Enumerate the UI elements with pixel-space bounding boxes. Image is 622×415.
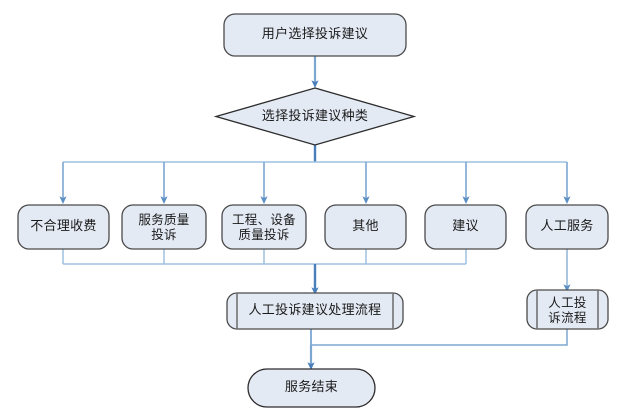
node-decision[interactable] bbox=[213, 87, 417, 146]
node-option3[interactable] bbox=[221, 204, 307, 250]
node-process-manual[interactable] bbox=[526, 289, 609, 330]
edge-layer bbox=[59, 56, 571, 371]
edge-process-manual-to-end bbox=[311, 329, 568, 346]
node-process-main[interactable] bbox=[226, 292, 404, 330]
node-option5[interactable] bbox=[424, 204, 507, 250]
node-end[interactable] bbox=[247, 368, 376, 408]
node-option6[interactable] bbox=[525, 204, 609, 250]
node-option1[interactable] bbox=[17, 204, 110, 250]
node-option4[interactable] bbox=[324, 204, 407, 250]
node-layer bbox=[17, 13, 609, 408]
node-start[interactable] bbox=[223, 13, 407, 57]
node-option2[interactable] bbox=[121, 204, 207, 250]
